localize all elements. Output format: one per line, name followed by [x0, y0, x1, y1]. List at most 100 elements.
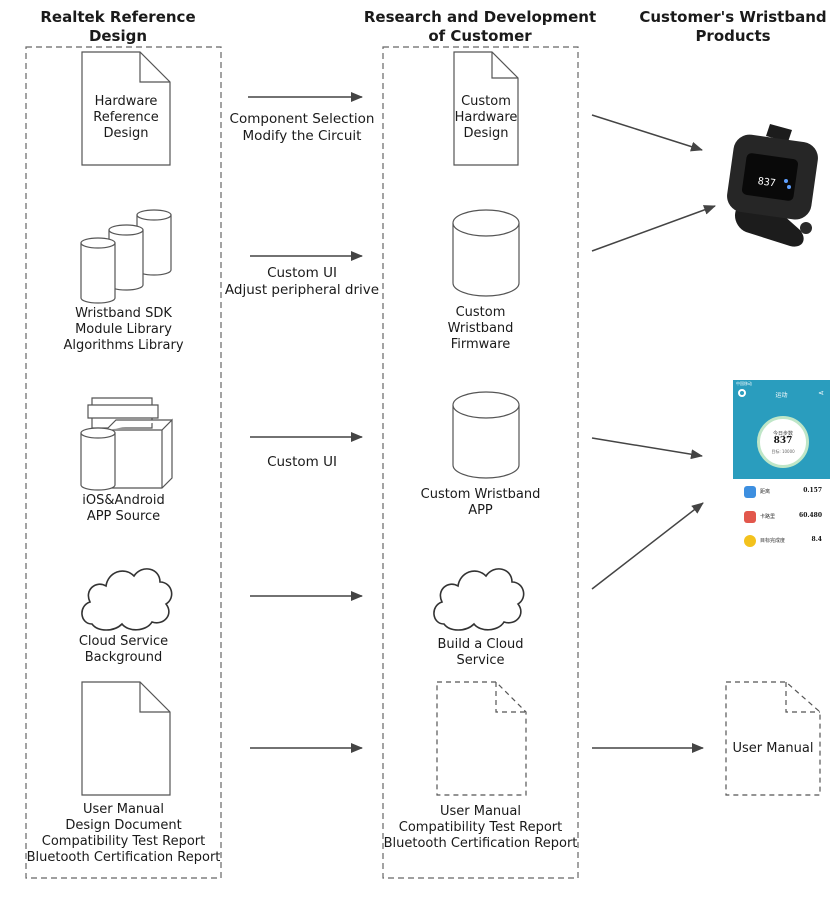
label-line: Custom: [461, 94, 511, 109]
goal-icon: [744, 535, 756, 547]
user-manual-document-icon: [725, 681, 821, 796]
gear-icon: [738, 389, 746, 397]
header-products-line1: Customer's Wristband: [639, 8, 827, 26]
arrow-label-component-selection: Component Selection Modify the Circuit: [222, 111, 382, 145]
label-line: Compatibility Test Report: [398, 820, 563, 835]
label-line: User Manual: [439, 804, 521, 819]
label-line: iOS&Android: [82, 493, 165, 508]
label-line: Hardware: [454, 110, 518, 125]
label-line: Bluetooth Certification Report: [383, 836, 578, 851]
phone-app-title: 运动: [775, 392, 788, 399]
label-build-cloud: Build a Cloud Service: [383, 637, 578, 669]
label-line: Design: [103, 126, 149, 141]
label-line: Wristband SDK: [75, 306, 172, 321]
label-line: Reference: [93, 110, 159, 125]
phone-app-header: 中国移动 运动 ⋖ 今日步数 837 目标: 10000: [733, 380, 830, 479]
document-fold-icon: [495, 682, 526, 713]
label-line: Wristband: [447, 321, 514, 336]
stat-row-distance: 距离 0.157: [733, 484, 830, 502]
left-column-box: [25, 46, 222, 879]
label-line: Custom Wristband: [420, 487, 541, 502]
label-line: Module Library: [75, 322, 172, 337]
label-middle-docs: User Manual Compatibility Test Report Bl…: [379, 804, 582, 852]
cloud-icon: [433, 568, 525, 631]
phone-app-screenshot: 中国移动 运动 ⋖ 今日步数 837 目标: 10000 距离 0.157 卡路…: [733, 380, 830, 560]
database-cylinders-icon: [80, 209, 172, 304]
label-line: Custom: [455, 305, 506, 320]
step-count-value: 837: [773, 436, 793, 446]
label-line: Compatibility Test Report: [41, 834, 206, 849]
label-line: APP: [468, 503, 493, 518]
label-line: Background: [84, 650, 163, 665]
arrow-app-to-phone: [591, 437, 703, 460]
document-fold-icon: [139, 682, 170, 713]
label-user-manual-product: User Manual: [732, 741, 814, 756]
header-products: Customer's Wristband Products: [630, 8, 836, 46]
label-left-docs: User Manual Design Document Compatibilit…: [22, 802, 225, 866]
document-fold-icon: [491, 52, 518, 79]
label-cloud-service: Cloud Service Background: [26, 634, 221, 666]
stat-value: 0.157: [803, 487, 822, 494]
arrow-label-custom-ui-app: Custom UI: [222, 454, 382, 471]
document-icon: [81, 681, 171, 796]
stat-row-goal: 目标完成度 8.4: [733, 533, 830, 551]
database-cylinder-icon: [452, 209, 520, 297]
distance-icon: [744, 486, 756, 498]
label-line: Bluetooth Certification Report: [26, 850, 221, 865]
label-line: Firmware: [450, 337, 511, 352]
stat-name: 卡路里: [760, 514, 776, 520]
header-realtek-line2: Design: [88, 27, 148, 45]
label-line: User Manual: [82, 802, 164, 817]
phone-status-bar: 中国移动: [736, 381, 752, 386]
label-custom-hardware: Custom Hardware Design: [440, 94, 532, 142]
label-line: Design Document: [65, 818, 182, 833]
header-products-line2: Products: [695, 27, 771, 45]
label-hardware-reference: Hardware Reference Design: [76, 94, 176, 142]
arrow-hardware-to-watch: [591, 114, 703, 152]
document-icon: [81, 51, 171, 166]
document-dashed-icon: [436, 681, 527, 796]
document-icon: [453, 51, 519, 166]
label-app-source: iOS&Android APP Source: [26, 493, 221, 525]
stat-name: 目标完成度: [760, 538, 786, 544]
arrow-cloud-to-phone: [591, 502, 704, 590]
label-line: Build a Cloud: [437, 637, 524, 652]
share-icon: ⋖: [818, 389, 824, 397]
label-custom-app: Custom Wristband APP: [383, 487, 578, 519]
stat-value: 8.4: [811, 536, 822, 543]
header-realtek: Realtek Reference Design: [18, 8, 218, 46]
step-count-ring: 今日步数 837 目标: 10000: [757, 416, 809, 468]
label-line: Modify the Circuit: [242, 128, 362, 144]
label-line: Component Selection: [229, 111, 375, 127]
watch-display-text: 837: [757, 176, 776, 189]
label-line: Adjust peripheral drive: [224, 282, 380, 298]
label-line: Custom UI: [267, 454, 337, 470]
calorie-icon: [744, 511, 756, 523]
cloud-icon: [81, 568, 173, 631]
stat-name: 距离: [760, 489, 771, 495]
label-sdk: Wristband SDK Module Library Algorithms …: [26, 306, 221, 354]
label-line: Hardware: [94, 94, 158, 109]
label-line: Custom UI: [267, 265, 337, 281]
step-count-label: 今日步数: [772, 431, 793, 437]
smartwatch-image: 837: [727, 124, 818, 247]
label-line: Cloud Service: [78, 634, 169, 649]
middle-column-box: [382, 46, 579, 879]
header-realtek-line1: Realtek Reference: [40, 8, 196, 26]
label-line: Design: [463, 126, 509, 141]
header-customer-rd-line2: of Customer: [428, 27, 532, 45]
stat-row-calories: 卡路里 60.480: [733, 509, 830, 527]
header-customer-rd: Research and Development of Customer: [360, 8, 600, 46]
header-customer-rd-line1: Research and Development: [363, 8, 597, 26]
stat-value: 60.480: [799, 512, 822, 519]
label-line: Service: [456, 653, 505, 668]
arrow-label-custom-ui-firmware: Custom UI Adjust peripheral drive: [222, 265, 382, 299]
app-source-icon: [80, 397, 173, 491]
label-line: APP Source: [86, 509, 161, 524]
label-line: Algorithms Library: [63, 338, 184, 353]
database-cylinder-icon: [452, 391, 520, 479]
arrow-firmware-to-watch: [591, 205, 716, 252]
step-goal: 目标: 10000: [771, 449, 795, 454]
document-fold-icon: [139, 52, 170, 83]
